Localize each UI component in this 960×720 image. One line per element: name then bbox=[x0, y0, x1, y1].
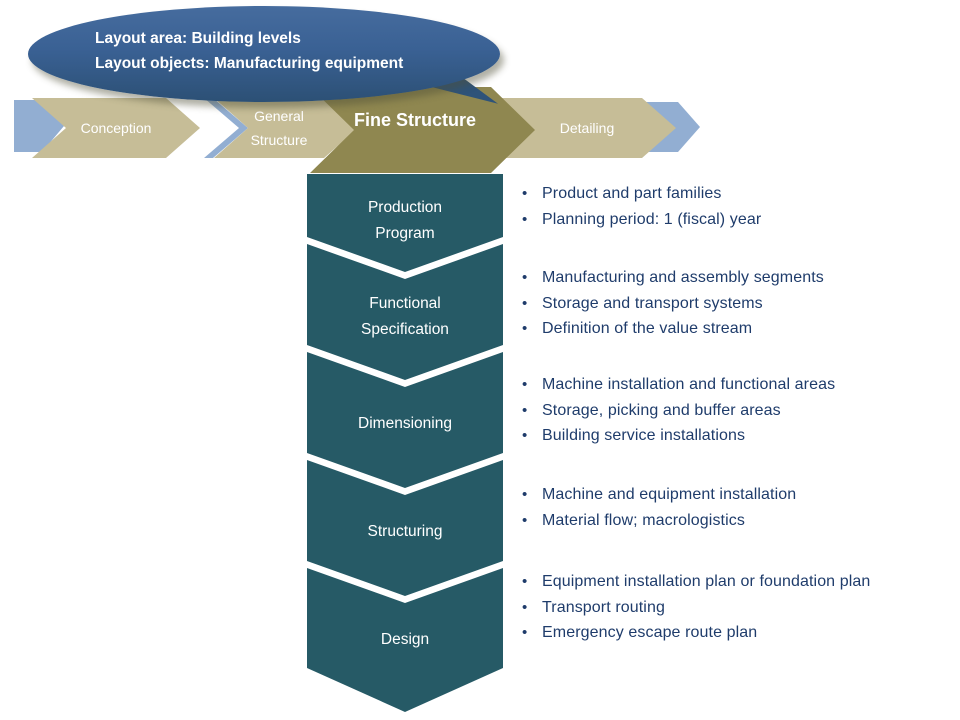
phase-label-functional-specification: Functional Specification bbox=[361, 295, 449, 338]
bullet-item: Planning period: 1 (fiscal) year bbox=[520, 207, 761, 233]
callout-line-2: Layout objects: Manufacturing equipment bbox=[95, 55, 404, 72]
bullet-group-functional-specification: Manufacturing and assembly segments Stor… bbox=[520, 265, 824, 342]
phase-label-structuring: Structuring bbox=[367, 523, 443, 540]
bullet-item: Building service installations bbox=[520, 423, 835, 449]
bullet-item: Product and part families bbox=[520, 181, 761, 207]
bullet-group-dimensioning: Machine installation and functional area… bbox=[520, 372, 835, 449]
stage-label-detailing: Detailing bbox=[559, 120, 615, 136]
stage-label-conception: Conception bbox=[80, 120, 152, 136]
bullet-item: Material flow; macrologistics bbox=[520, 508, 796, 534]
stage-label-fine-structure: Fine Structure bbox=[353, 109, 477, 130]
bullet-item: Machine installation and functional area… bbox=[520, 372, 835, 398]
bullet-group-structuring: Machine and equipment installation Mater… bbox=[520, 482, 796, 533]
bullet-item: Definition of the value stream bbox=[520, 316, 824, 342]
phase-label-design: Design bbox=[380, 631, 430, 648]
stage-label-general-structure: General Structure bbox=[250, 108, 308, 148]
bullet-group-design: Equipment installation plan or foundatio… bbox=[520, 569, 870, 646]
phase-label-dimensioning: Dimensioning bbox=[358, 415, 452, 432]
bullet-item: Manufacturing and assembly segments bbox=[520, 265, 824, 291]
callout-text: Layout area: Building levels Layout obje… bbox=[95, 26, 403, 76]
bullet-item: Emergency escape route plan bbox=[520, 620, 870, 646]
bullet-item: Transport routing bbox=[520, 595, 870, 621]
callout-line-1: Layout area: Building levels bbox=[95, 30, 301, 47]
phase-stack bbox=[307, 174, 503, 712]
bullet-item: Machine and equipment installation bbox=[520, 482, 796, 508]
bullet-group-production-program: Product and part families Planning perio… bbox=[520, 181, 761, 232]
bullet-item: Equipment installation plan or foundatio… bbox=[520, 569, 870, 595]
callout-bubble bbox=[28, 6, 500, 102]
bullet-item: Storage and transport systems bbox=[520, 291, 824, 317]
bullet-item: Storage, picking and buffer areas bbox=[520, 398, 835, 424]
phase-label-production-program: Production Program bbox=[367, 199, 443, 242]
